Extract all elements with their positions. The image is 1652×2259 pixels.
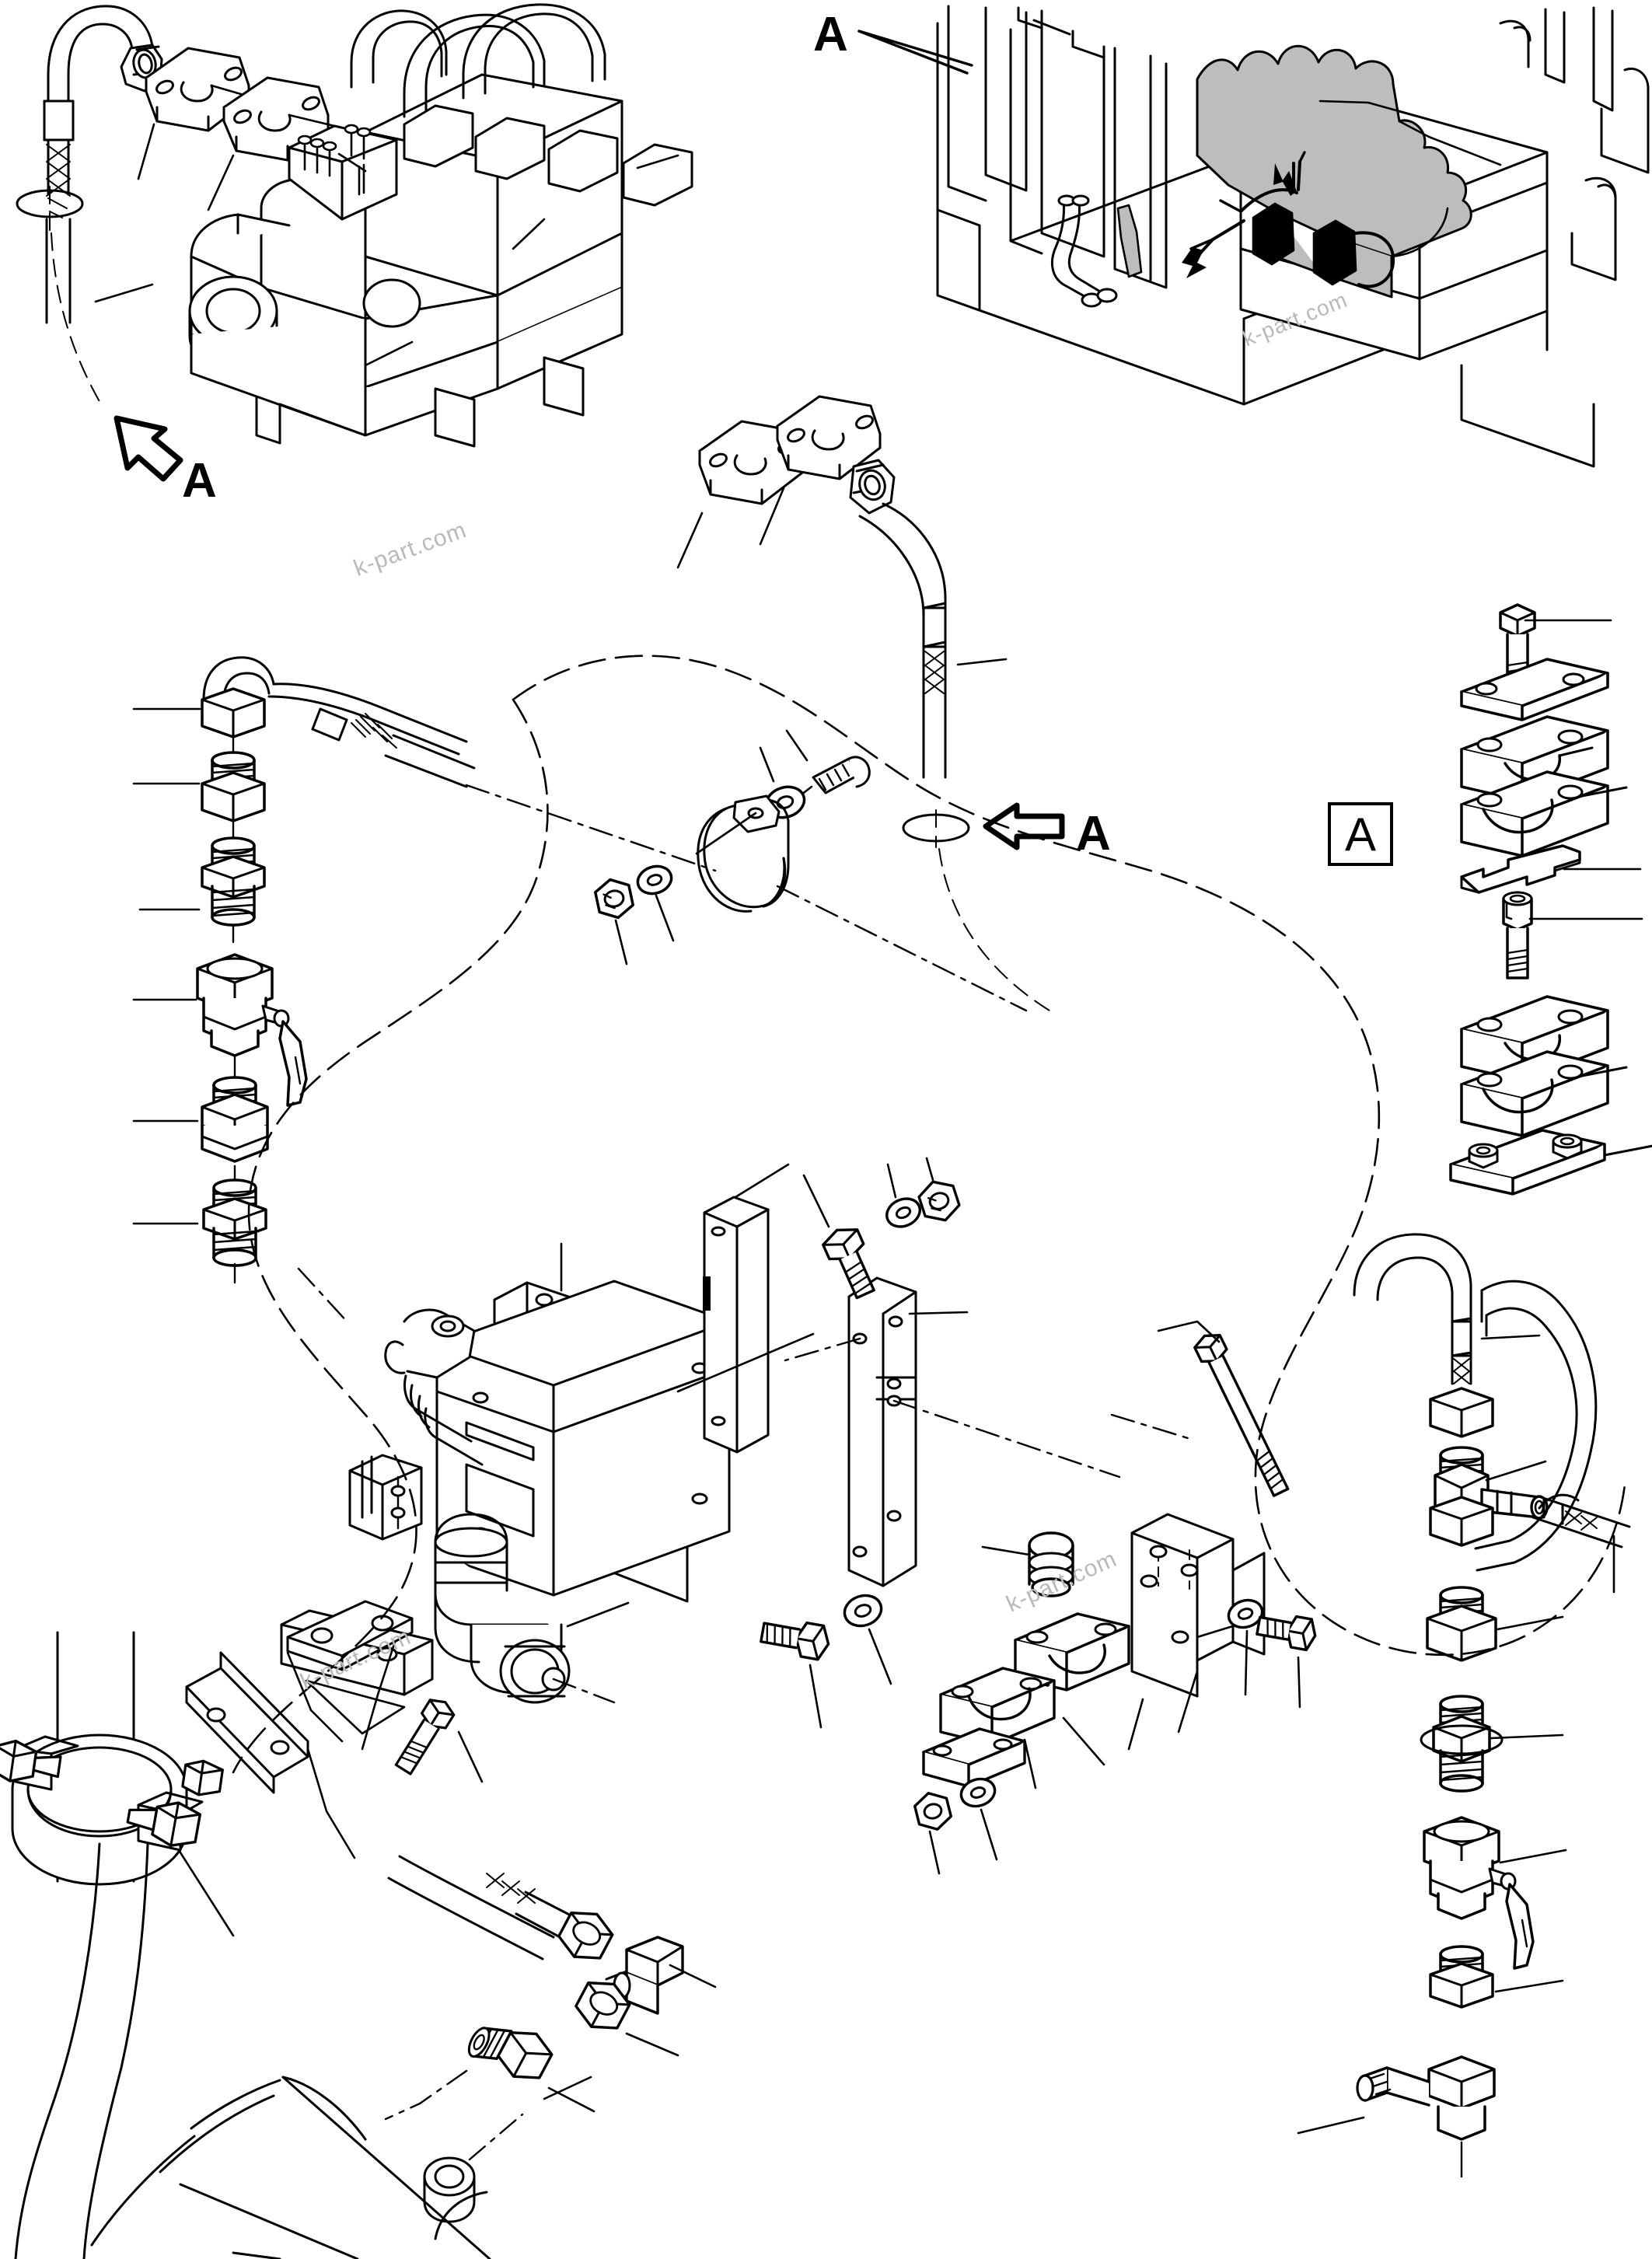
split-pipe-clamp	[0, 1600, 414, 2259]
elbow-hose-center	[676, 395, 1050, 1011]
cushion-clamp-group	[465, 729, 1028, 1012]
hose-fittings-bottom	[384, 1855, 717, 2121]
clamp-stack-right	[1449, 603, 1652, 1196]
hose-branch-tee	[1532, 1496, 1631, 1548]
section-arrow-left-icon	[114, 415, 183, 482]
chassis-beam-lower	[90, 2076, 592, 2259]
control-module-assembly	[280, 1163, 815, 1783]
bracket-hardware-group	[760, 1157, 1317, 1875]
detail-view-box-a: A	[1328, 802, 1393, 866]
section-letter-middle: A	[1076, 807, 1111, 861]
detail-view-letter: A	[1344, 808, 1377, 861]
section-arrow-middle-icon	[983, 802, 1065, 850]
hose-loop-right	[1474, 1280, 1615, 1594]
machine-frame-detail	[936, 5, 1650, 468]
engine-assembly	[188, 3, 693, 448]
hose-elbow-upper-left	[16, 5, 163, 405]
assembly-boundary	[232, 655, 1626, 1774]
fitting-stack-left	[132, 656, 476, 1284]
fitting-stack-right-lower	[1297, 1233, 1567, 2178]
section-letter-top: A	[813, 8, 848, 61]
section-letter-left: A	[182, 454, 217, 508]
